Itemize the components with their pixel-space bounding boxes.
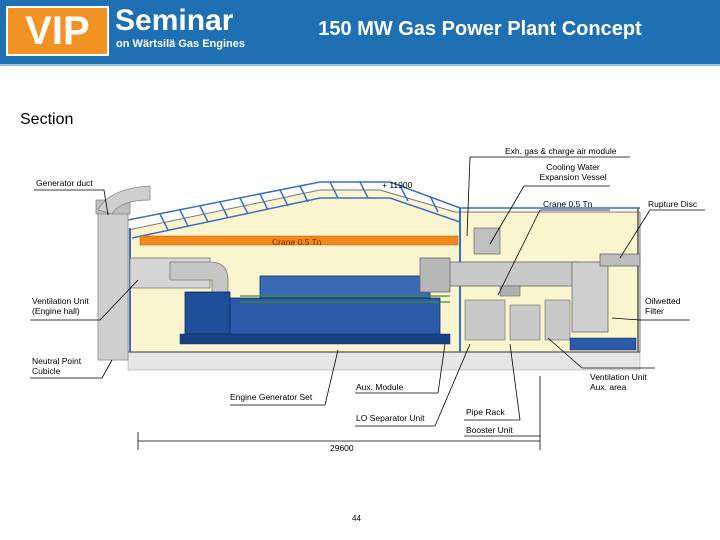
label-crane-top: Crane 0.5 Tn xyxy=(543,199,593,209)
label-dimension: 29600 xyxy=(330,443,354,453)
leader-lines xyxy=(30,156,705,437)
pipe-rack-blue xyxy=(569,337,637,351)
label-aux-module: Aux. Module xyxy=(356,382,404,392)
generator-duct xyxy=(95,185,151,361)
vip-logo: VIP xyxy=(6,6,109,56)
label-generator-duct: Generator duct xyxy=(36,178,93,188)
header-bar: VIP Seminar on Wärtsilä Gas Engines 150 … xyxy=(0,0,720,64)
label-ventilation-aux: Ventilation Unit Aux. area xyxy=(590,372,647,392)
label-ventilation-engine: Ventilation Unit (Engine hall) xyxy=(32,296,89,316)
label-rupture-disc: Rupture Disc xyxy=(648,199,698,209)
brand-title: Seminar xyxy=(115,4,234,37)
engine-generator-set xyxy=(179,275,451,345)
slide-title: 150 MW Gas Power Plant Concept xyxy=(318,18,642,40)
header-divider xyxy=(0,64,720,66)
label-elevation: + 11900 xyxy=(382,180,413,190)
label-cooling-water: Cooling Water Expansion Vessel xyxy=(539,162,607,182)
ground-slab xyxy=(127,351,641,371)
roof-truss xyxy=(127,181,640,239)
exhaust-module xyxy=(419,227,641,333)
label-neutral-point: Neutral Point Cubicle xyxy=(32,356,82,376)
section-label: Section xyxy=(20,111,74,128)
page-number: 44 xyxy=(352,514,361,523)
vip-logo-text: VIP xyxy=(25,9,90,53)
label-pipe-rack: Pipe Rack xyxy=(466,407,505,417)
label-oilwetted: Oilwetted Filter xyxy=(645,296,681,316)
brand-subtitle: on Wärtsilä Gas Engines xyxy=(116,38,245,50)
label-booster-unit: Booster Unit xyxy=(466,425,513,435)
aux-equipment xyxy=(464,299,571,341)
engine-piping xyxy=(240,295,450,303)
crane-beam xyxy=(139,235,459,246)
label-lo-separator: LO Separator Unit xyxy=(356,413,425,423)
label-exh-gas: Exh. gas & charge air module xyxy=(505,146,617,156)
label-engine-generator: Engine Generator Set xyxy=(230,392,313,402)
label-crane-beam: Crane 0.5 Tn xyxy=(272,237,322,247)
